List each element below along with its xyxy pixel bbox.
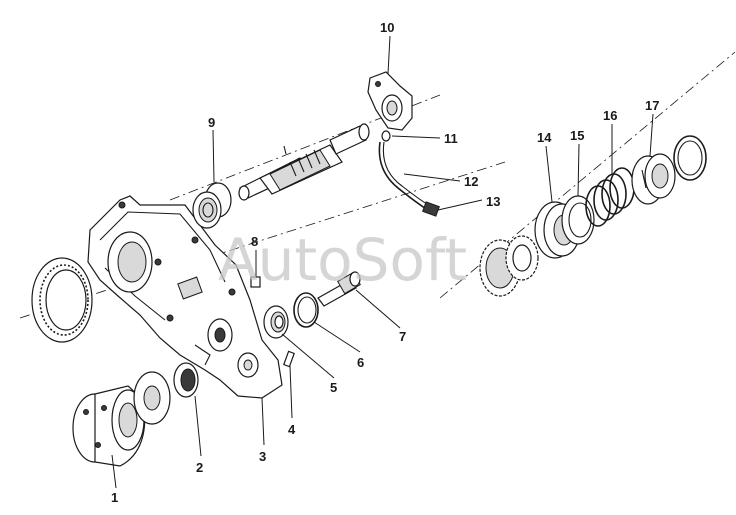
part-1-flange <box>72 385 146 467</box>
part-5-bearing <box>263 305 289 339</box>
callout-14: 14 <box>537 130 552 145</box>
callout-10: 10 <box>380 20 394 35</box>
callout-9: 9 <box>208 115 215 130</box>
part-9-bearing <box>192 182 232 229</box>
callout-7: 7 <box>399 329 406 344</box>
callout-11: 11 <box>444 131 458 146</box>
leader-lines <box>111 35 654 489</box>
main-shaft <box>238 123 370 201</box>
callout-13: 13 <box>486 194 500 209</box>
drive-gear <box>479 235 539 297</box>
callout-labels: 1 2 3 4 5 6 7 8 9 10 11 12 13 14 15 16 1… <box>111 20 659 505</box>
part-2-seal-shims <box>133 362 199 425</box>
callout-6: 6 <box>357 355 364 370</box>
callout-2: 2 <box>196 460 203 475</box>
callout-4: 4 <box>288 422 296 437</box>
part-11-clip <box>381 130 391 142</box>
callout-1: 1 <box>111 490 118 505</box>
callout-5: 5 <box>330 380 337 395</box>
callout-12: 12 <box>464 174 478 189</box>
end-snap-ring <box>673 135 707 181</box>
part-13-connector <box>422 201 440 217</box>
part-10-bracket <box>367 71 413 131</box>
callout-3: 3 <box>259 449 266 464</box>
callout-8: 8 <box>251 234 258 249</box>
part-16-spring <box>585 167 635 227</box>
callout-15: 15 <box>570 128 584 143</box>
part-3-housing <box>87 195 283 399</box>
part-6-snap-ring <box>293 292 319 328</box>
part-7-shaft <box>317 271 361 307</box>
callout-17: 17 <box>645 98 659 113</box>
part-4-pin <box>283 350 295 368</box>
watermark-text: AutoSoft <box>218 226 467 294</box>
ring-gear <box>31 257 93 343</box>
part-12-cable <box>378 141 431 211</box>
part-17-sleeve <box>631 153 676 205</box>
callout-16: 16 <box>603 108 617 123</box>
